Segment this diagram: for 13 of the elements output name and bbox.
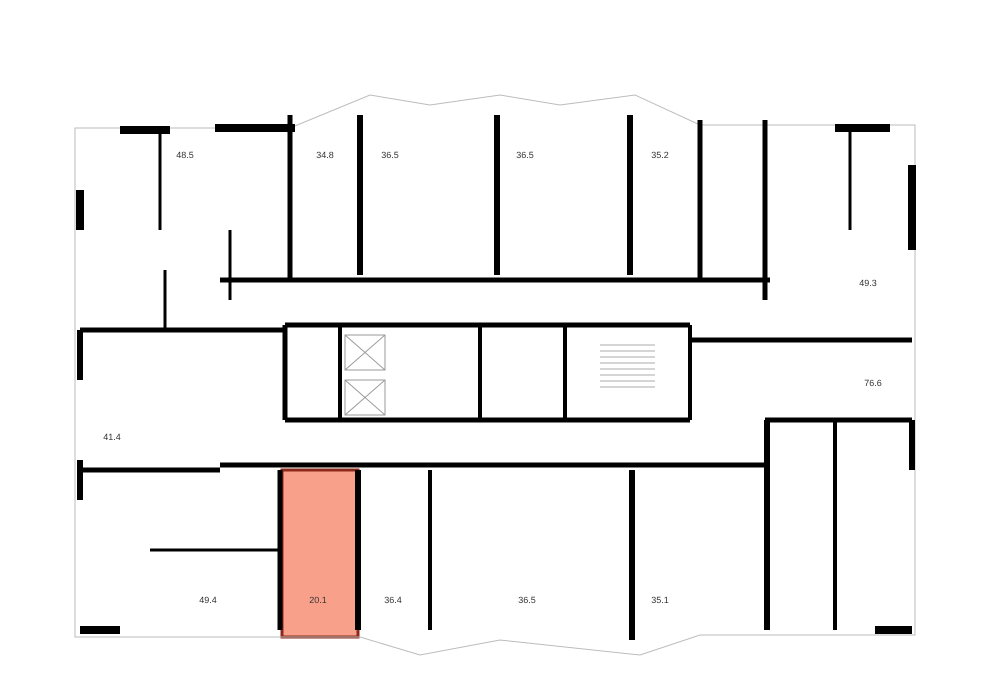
area-label: 49.4	[199, 595, 217, 605]
area-label: 36.5	[516, 150, 534, 160]
area-label: 35.1	[651, 595, 669, 605]
area-label: 36.5	[518, 595, 536, 605]
area-label: 34.8	[316, 150, 334, 160]
area-label: 49.3	[859, 278, 877, 288]
area-label: 41.4	[103, 432, 121, 442]
area-label: 20.1	[309, 595, 327, 605]
area-label: 35.2	[651, 150, 669, 160]
area-label: 36.4	[384, 595, 402, 605]
area-label: 36.5	[381, 150, 399, 160]
area-label: 48.5	[176, 150, 194, 160]
area-label: 76.6	[864, 378, 882, 388]
